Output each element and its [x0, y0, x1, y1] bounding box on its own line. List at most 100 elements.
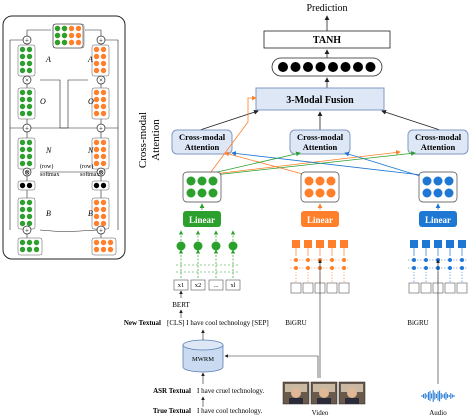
- op-add-top-right: [96, 35, 106, 45]
- conn-orange-2: [196, 150, 401, 177]
- bert-encoder: [176, 230, 238, 278]
- output-vector: [271, 57, 383, 77]
- video-bigru: [290, 240, 350, 294]
- op-softmax-left: [22, 167, 32, 177]
- tanh-label: TANH: [313, 35, 341, 46]
- output-dot: [365, 62, 376, 72]
- softmax-right-label2: softmax: [80, 171, 99, 178]
- grid-A-right-cell: [93, 60, 100, 67]
- arrow-video-to-mwrm: [224, 354, 319, 378]
- grid-A-right-cell: [100, 53, 107, 60]
- token-box: [190, 279, 206, 291]
- grid-N-left-cell: [19, 153, 26, 160]
- op-mult-left: [22, 75, 32, 85]
- grid-in-right-cell: [100, 239, 107, 246]
- grid-A-left-cell: [19, 60, 26, 67]
- grid-N-right-cell: [100, 146, 107, 153]
- grid-B-left-cell: [19, 213, 26, 220]
- grid-B-right-cell: [93, 199, 100, 206]
- video-face: [347, 388, 357, 398]
- conn-blue-1: [231, 151, 431, 177]
- feature-cell: [433, 188, 443, 198]
- grid-top-left-cell: [61, 25, 68, 32]
- grid-top-left-cell: [54, 32, 61, 39]
- grid-N-left-cell: [19, 146, 26, 153]
- grid-O-left-cell: [19, 89, 26, 96]
- grid-in-left-cell: [33, 246, 40, 253]
- grid-A-right-cell: [100, 67, 107, 74]
- grid-B-right-cell: [93, 213, 100, 220]
- grid-in-left-cell: [26, 246, 33, 253]
- grid-B-left-cell: [19, 220, 26, 227]
- cross-connections: [196, 95, 431, 177]
- linear-audio-label: Linear: [425, 215, 451, 225]
- gru-input-box: [326, 282, 338, 294]
- grid-top-right-cell: [68, 39, 75, 46]
- attention-box-video: [289, 129, 351, 155]
- gru-input-box: [444, 282, 456, 294]
- grid-B-left-cell: [26, 213, 33, 220]
- grid-O-left-cell: [19, 110, 26, 117]
- attention-block-text: Cross-modal Attention: [171, 129, 233, 155]
- mwrm-label: MWRM: [192, 356, 214, 363]
- gru-top-node: [410, 240, 418, 248]
- bert-node: [228, 241, 238, 251]
- grid-in-right-cell: [93, 246, 100, 253]
- grid-N-right-cell: [93, 160, 100, 167]
- grid-O-right-cell: [100, 103, 107, 110]
- attention-audio-line2: Attention: [421, 142, 456, 152]
- grid-top-right-cell: [68, 25, 75, 32]
- conn-green-2: [204, 151, 416, 177]
- grid-top-right-cell: [68, 32, 75, 39]
- grid-A-right-cell: [100, 46, 107, 53]
- grid-B-left-cell: [19, 206, 26, 213]
- grid-B-right-cell: [93, 206, 100, 213]
- attention-block-video: Cross-modal Attention: [289, 129, 351, 155]
- video-label: Video: [312, 409, 329, 417]
- gru-top-node: [446, 240, 454, 248]
- grid-in-left-cell: [19, 246, 26, 253]
- feature-cell: [208, 176, 218, 186]
- grid-A-right-cell: [93, 53, 100, 60]
- video-body: [289, 398, 303, 404]
- feature-cell: [444, 188, 454, 198]
- grid-O-right-cell: [93, 96, 100, 103]
- output-dot: [340, 62, 351, 72]
- grid-N-right-cell: [100, 160, 107, 167]
- linear-video: Linear: [301, 203, 339, 227]
- grid-B-right-cell: [100, 199, 107, 206]
- op-softmax-right: [96, 167, 106, 177]
- feature-cell: [208, 188, 218, 198]
- grid-A-left-cell: [19, 53, 26, 60]
- grid-top-left-cell: [54, 25, 61, 32]
- grid-B-left-cell: [26, 199, 33, 206]
- bigru-audio-label: BiGRU: [407, 319, 428, 327]
- attention-box-audio: [407, 129, 469, 155]
- op-add-top-left: [22, 35, 32, 45]
- grid-A-left-cell: [26, 60, 33, 67]
- output-dot: [278, 62, 288, 72]
- bert-node: [193, 241, 203, 251]
- grid-B-right-cell: [93, 220, 100, 227]
- token-x2: x2: [195, 282, 202, 289]
- grid-N-left-cell: [26, 153, 33, 160]
- token-xl: xl: [230, 282, 235, 289]
- feature-cell: [186, 188, 196, 198]
- grid-N-right-cell: [93, 139, 100, 146]
- grid-O-right-cell: [100, 110, 107, 117]
- label-B-left: B: [46, 209, 51, 218]
- label-B-right: B: [88, 209, 93, 218]
- mwrm-body: [182, 345, 224, 373]
- mwrm-top: [182, 339, 224, 351]
- attention-text-line2: Attention: [185, 142, 220, 152]
- bert-node: [176, 241, 186, 251]
- bert-node: [211, 241, 221, 251]
- grid-in-right-cell: [93, 239, 100, 246]
- black-vector-cell: [100, 182, 107, 189]
- gru-top-node: [316, 240, 324, 248]
- output-dot: [303, 62, 313, 72]
- feature-cell: [433, 176, 443, 186]
- detail-bypass-left-top: [9, 39, 23, 128]
- grid-in-left-cell: [19, 239, 26, 246]
- gru-input-box: [290, 282, 302, 294]
